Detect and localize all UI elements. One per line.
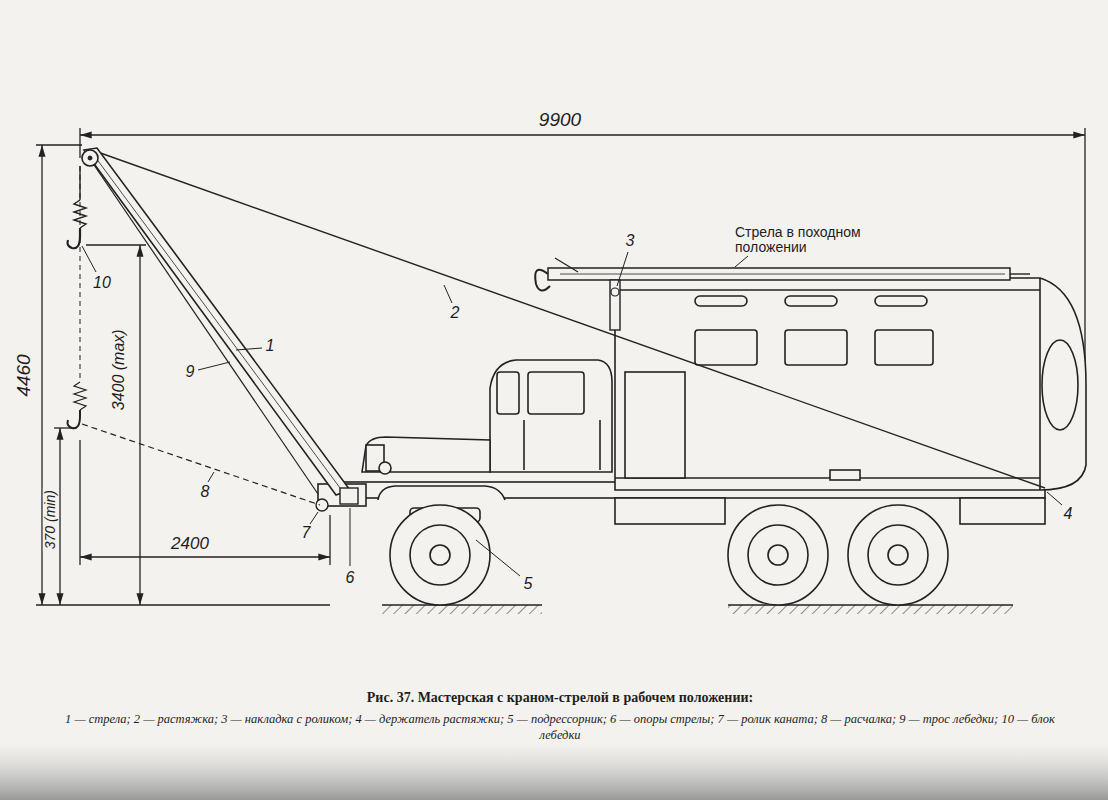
- dimension-value: 3400 (max): [109, 330, 127, 411]
- dimension-value: 2400: [171, 535, 209, 554]
- wheels: [390, 505, 948, 605]
- callout-number: 4: [1064, 505, 1073, 523]
- figure-caption: Рис. 37. Мастерская с краном-стрелой в р…: [367, 690, 753, 705]
- callout-number: 2: [451, 304, 460, 322]
- dimension-value: 4460: [14, 354, 35, 396]
- leader-lines: [82, 246, 1062, 576]
- callout-number: 8: [201, 483, 210, 501]
- callout-number: 9: [186, 363, 195, 381]
- dimension-value: 370 (min): [43, 488, 58, 551]
- callout-number: 10: [93, 274, 111, 292]
- dimension-value: 9900: [539, 110, 581, 131]
- callout-number: 3: [626, 232, 635, 250]
- callout-number: 5: [524, 575, 533, 593]
- callout-number: 7: [300, 524, 313, 542]
- figure-key: 1 — стрела; 2 — растяжка; 3 — накладка с…: [55, 712, 1065, 743]
- scan-shadow: [0, 742, 1108, 800]
- dimension-lines: [36, 128, 1085, 605]
- part-note: Стрела в походном положении: [735, 225, 925, 256]
- truck: [318, 278, 1086, 540]
- callout-number: 1: [266, 337, 275, 355]
- ground: [382, 605, 1013, 614]
- callout-number: 6: [346, 569, 355, 587]
- crane: [68, 148, 1046, 511]
